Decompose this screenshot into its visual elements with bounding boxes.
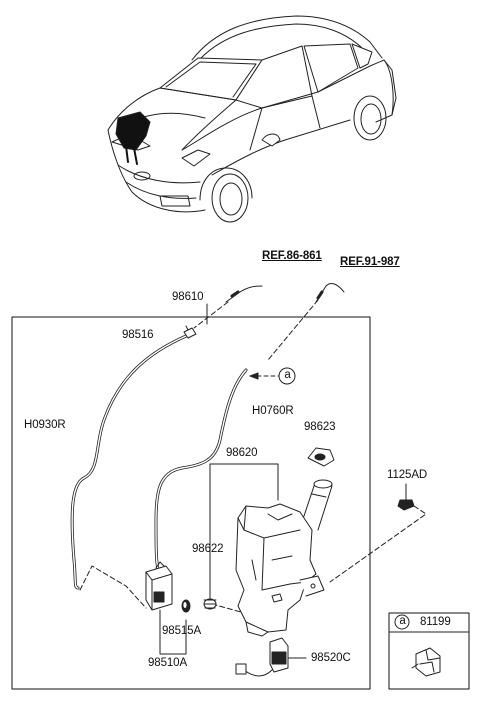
assembly-frame [11, 316, 371, 690]
part-label-98515a: 98515A [162, 625, 202, 637]
grommet-98622 [203, 598, 217, 610]
grommet-98515a [181, 599, 191, 613]
part-label-98516: 98516 [122, 329, 154, 341]
inset-part-label-81199: 81199 [420, 616, 451, 628]
cap-98623 [307, 447, 335, 467]
part-label-1125ad: 1125AD [387, 469, 428, 481]
callout-a-marker [249, 367, 296, 385]
part-label-98623: 98623 [304, 421, 336, 433]
inset-callout-letter: a [399, 615, 406, 627]
part-label-98510a: 98510A [148, 657, 188, 669]
part-label-98620: 98620 [226, 447, 258, 459]
part-label-98622: 98622 [192, 543, 224, 555]
part-label-98520c: 98520C [311, 652, 351, 664]
reservoir-tank [209, 463, 333, 637]
callout-letter-a: a [284, 369, 291, 381]
inset-box [388, 612, 470, 690]
hoses [70, 299, 427, 615]
part-label-h0760r: H0760R [252, 405, 294, 417]
ref-label-91-987: REF.91-987 [340, 256, 400, 268]
part-label-98610: 98610 [172, 291, 204, 303]
pump-98510a [145, 561, 187, 655]
ref-leaders [206, 283, 345, 325]
connector-98516 [183, 325, 197, 339]
ref-label-86-861: REF.86-861 [262, 250, 322, 262]
car-illustration [107, 15, 397, 223]
part-label-h0930r: H0930R [24, 419, 66, 431]
bolt-1125ad [397, 483, 415, 511]
sensor-98520c [235, 637, 307, 677]
